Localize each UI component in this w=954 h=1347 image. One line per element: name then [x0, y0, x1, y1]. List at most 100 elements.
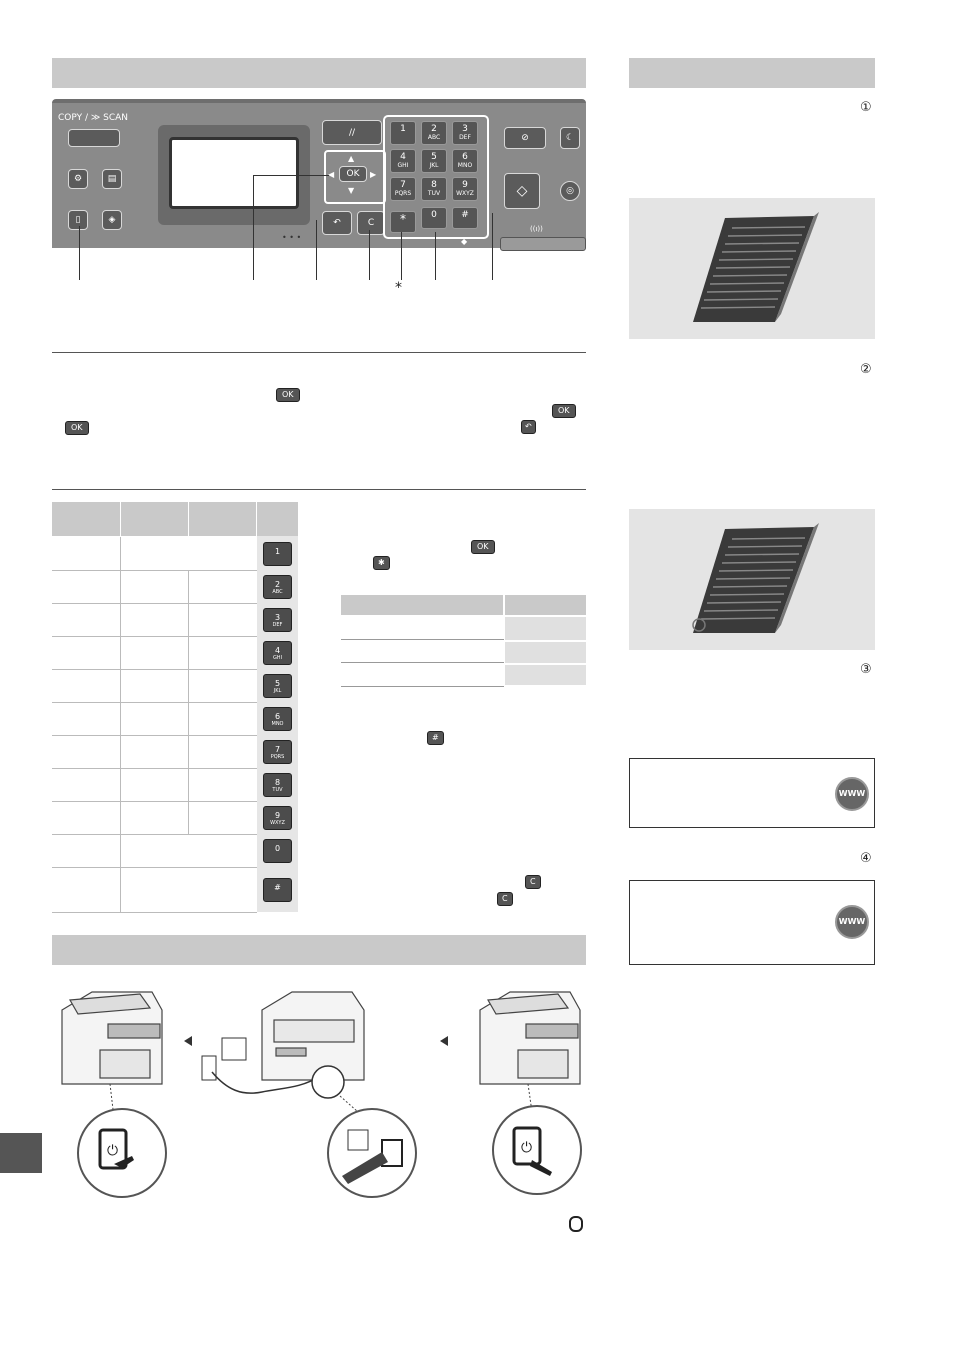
key-table-col-line	[120, 537, 121, 570]
reset-button[interactable]: //	[322, 120, 382, 145]
menu-button[interactable]: ⚙	[68, 169, 88, 189]
key-letters: DEF	[272, 622, 283, 628]
key-table-row-line	[52, 636, 257, 637]
mode-table-header	[341, 595, 586, 615]
arrow-right-icon[interactable]: ▶	[370, 170, 377, 179]
dotted-line-right	[527, 1083, 533, 1113]
key-digit: 7	[274, 745, 281, 754]
section-header-bar-right	[629, 58, 875, 88]
keypad-key-1[interactable]: 1	[390, 121, 416, 145]
arrow-down-icon[interactable]: ▼	[348, 186, 355, 195]
paper-icon: ▯	[75, 215, 81, 225]
key-table-col-line	[120, 735, 121, 768]
mode-table-col-line-1	[505, 640, 586, 642]
key-table-col-line	[120, 834, 121, 867]
mode-table-header-divider	[503, 595, 505, 615]
asterisk-callout-label: *	[395, 280, 402, 296]
inline-ok-key-3: OK	[65, 421, 89, 435]
key-letters: TUV	[427, 190, 441, 197]
key-letters: MNO	[457, 162, 473, 169]
press-arrow-left	[114, 1156, 134, 1168]
key-table-col-line	[120, 603, 121, 636]
inline-clear-key-2: C	[497, 892, 513, 906]
key-table-row-line	[52, 603, 257, 604]
key-table-col-line	[188, 801, 189, 834]
key-table-key-1: 1	[263, 542, 292, 566]
online-manual-box-2: WWW	[629, 880, 875, 965]
power-switch-left	[98, 1128, 128, 1170]
key-letters: TUV	[272, 787, 283, 793]
key-digit: 5	[431, 152, 437, 162]
stop-button[interactable]: ⊘	[504, 127, 546, 149]
arrow-left-icon[interactable]: ◀	[328, 170, 335, 179]
step-box	[221, 1037, 247, 1061]
ok-button[interactable]: OK	[339, 166, 367, 182]
copy-scan-label: COPY / ≫ SCAN	[58, 113, 129, 123]
clear-button[interactable]: C	[357, 211, 385, 235]
key-digit: 2	[274, 580, 281, 589]
power-switch-right	[512, 1126, 542, 1166]
online-manual-box-1: WWW	[629, 758, 875, 828]
key-table-col-line	[188, 702, 189, 735]
key-table-header	[52, 502, 298, 536]
arrow-up-icon[interactable]: ▲	[348, 154, 355, 163]
sidebar-num-4: ④	[860, 851, 872, 866]
printer-left	[61, 991, 163, 1085]
key-table-col-line	[188, 735, 189, 768]
key-table-row-line	[52, 669, 257, 670]
mode-table-row-line-3	[341, 686, 504, 687]
manual-booklet-icon	[692, 523, 819, 633]
dpad[interactable]	[324, 150, 386, 204]
paper-button[interactable]: ▯	[68, 210, 88, 230]
settings-button[interactable]: ◈	[102, 210, 122, 230]
eco-button[interactable]: ◎	[560, 181, 580, 201]
reset-icon: //	[348, 127, 356, 138]
energy-saver-button[interactable]: ☾	[560, 127, 580, 149]
sidebar-num-1: ①	[860, 100, 872, 115]
asterisk-key[interactable]: *	[390, 211, 416, 233]
printer-right	[479, 991, 581, 1085]
phone-cable	[211, 1071, 321, 1094]
key-digit: 8	[431, 180, 437, 190]
hash-key[interactable]: #	[452, 207, 478, 229]
start-button[interactable]: ◇	[504, 173, 540, 209]
zero-key[interactable]: 0	[421, 207, 447, 229]
keypad-frame	[383, 115, 489, 239]
key-table-col-line	[188, 768, 189, 801]
key-digit: 7	[400, 180, 406, 190]
key-digit: 0	[274, 844, 281, 853]
manual-booklet-icon	[693, 212, 819, 322]
key-digit: 8	[274, 778, 281, 787]
key-table-header-divider-2	[188, 502, 189, 536]
arrow-left-icon-2	[440, 1036, 448, 1046]
callout-line-5	[401, 232, 402, 280]
gear-icon: ⚙	[73, 174, 83, 184]
key-letters: PQRS	[394, 190, 412, 197]
monitor-icon: ▤	[107, 174, 117, 184]
section-divider-1	[52, 352, 586, 353]
www-globe-icon: WWW	[835, 905, 869, 939]
status-monitor-button[interactable]: ▤	[102, 169, 122, 189]
inline-ok-key-1: OK	[276, 388, 300, 402]
key-digit: #	[274, 883, 281, 892]
key-digit: 4	[274, 646, 281, 655]
callout-line-1	[79, 226, 80, 280]
key-table-col-line	[120, 768, 121, 801]
callout-line-6	[435, 232, 436, 280]
wall-socket	[201, 1055, 217, 1081]
callout-line-4	[369, 230, 370, 280]
key-letters: GHI	[272, 655, 283, 661]
back-button[interactable]: ↶	[322, 211, 352, 235]
key-table-row-line	[52, 570, 257, 571]
copy-scan-button[interactable]	[68, 129, 120, 147]
